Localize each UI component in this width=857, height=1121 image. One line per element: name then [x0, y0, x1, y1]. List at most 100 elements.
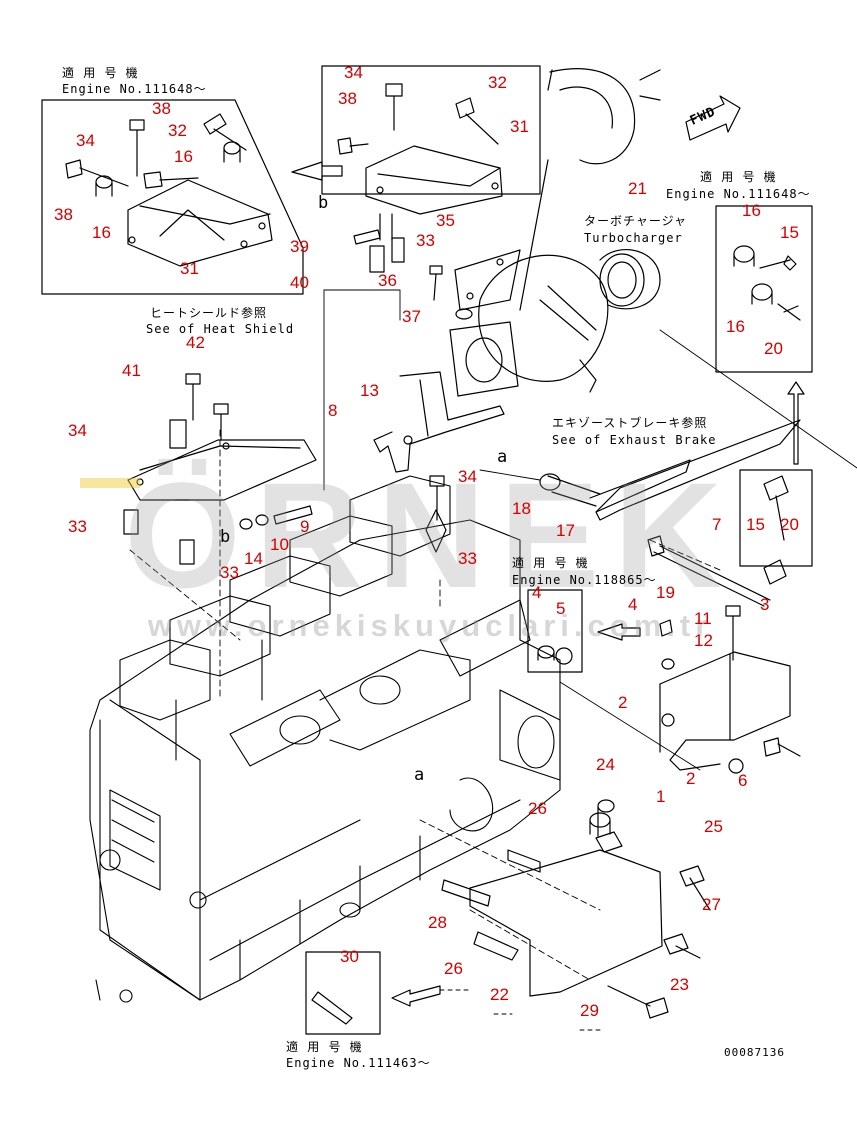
callout-34: 34: [458, 467, 477, 486]
callout-26: 26: [444, 959, 463, 978]
callout-23: 23: [670, 975, 689, 994]
callout-8: 8: [328, 401, 338, 420]
callout-31: 31: [180, 259, 199, 278]
callout-21: 21: [628, 179, 647, 198]
callout-34: 34: [76, 131, 95, 150]
stay-bracket: [373, 371, 505, 473]
note-engine-111463: Engine No.111463～: [286, 1056, 431, 1070]
callout-5: 5: [556, 599, 566, 618]
inset-right-small: [715, 205, 813, 373]
callout-19: 19: [656, 583, 675, 602]
drawing-number: 00087136: [724, 1046, 785, 1059]
note-applicable-top-left: 適 用 号 機: [62, 66, 139, 80]
inset-bracket-top-middle: [321, 65, 541, 241]
cover-plate-right: [659, 605, 801, 774]
note-turbocharger-jp: ターボチャージャ: [584, 214, 688, 228]
callout-18: 18: [512, 499, 531, 518]
callout-7: 7: [712, 515, 722, 534]
watermark-accent-bar: [80, 478, 140, 488]
watermark-url: www.ornekiskuyuclari.com.tr: [147, 608, 713, 643]
note-exhaust-brake-jp: エキゾーストブレーキ参照: [552, 416, 708, 430]
callout-14: 14: [244, 549, 263, 568]
callout-9: 9: [300, 517, 310, 536]
callout-33: 33: [220, 563, 239, 582]
callout-40: 40: [290, 273, 309, 292]
note-heat-shield-jp: ヒートシールド参照: [150, 306, 268, 320]
callout-11: 11: [694, 609, 712, 628]
note-engine-111648-top-left: Engine No.111648～: [62, 82, 207, 96]
inset-bracket-top-left: [41, 99, 304, 295]
callout-16: 16: [174, 147, 193, 166]
callout-25: 25: [704, 817, 723, 836]
engine-block-drawing: [89, 475, 561, 1003]
lower-plate: [441, 812, 711, 1019]
callout-34: 34: [344, 63, 363, 82]
callout-34: 34: [68, 421, 87, 440]
note-exhaust-brake-en: See of Exhaust Brake: [552, 433, 717, 447]
arrow-left-bottom: [391, 985, 441, 1007]
callout-10: 10: [270, 535, 289, 554]
callout-38: 38: [152, 99, 171, 118]
callout-29: 29: [580, 1001, 599, 1020]
heat-shield-plate: [127, 373, 317, 501]
arrow-left-washer: [597, 623, 641, 641]
inset-bottom-pipe: [305, 951, 381, 1035]
callout-38: 38: [54, 205, 73, 224]
note-applicable-111463: 適 用 号 機: [286, 1040, 363, 1054]
callout-38: 38: [338, 89, 357, 108]
note-engine-111648-right: Engine No.111648～: [666, 187, 811, 201]
fwd-arrow: [685, 95, 741, 141]
note-turbocharger-en: Turbocharger: [584, 231, 683, 245]
callout-13: 13: [360, 381, 379, 400]
view-marker-b-top: b: [318, 193, 330, 213]
callout-41: 41: [122, 361, 141, 380]
callout-24: 24: [596, 755, 615, 774]
arrow-up-right: [787, 381, 805, 465]
callout-12: 12: [694, 631, 713, 650]
callout-1: 1: [656, 787, 666, 806]
watermark-brand: ÖRNEK: [124, 451, 736, 619]
callout-17: 17: [556, 521, 575, 540]
callout-28: 28: [428, 913, 447, 932]
callout-15: 15: [780, 223, 799, 242]
callout-6: 6: [738, 771, 748, 790]
callout-22: 22: [490, 985, 509, 1004]
note-applicable-right: 適 用 号 機: [700, 170, 777, 184]
inset-right-lower: [739, 469, 813, 585]
small-parts: [123, 229, 675, 837]
callout-3: 3: [760, 595, 770, 614]
view-marker-a-lower: a: [414, 765, 426, 785]
callout-4: 4: [628, 595, 638, 614]
callout-32: 32: [488, 73, 507, 92]
callout-2: 2: [686, 769, 696, 788]
callout-16: 16: [726, 317, 745, 336]
note-applicable-118865: 適 用 号 機: [512, 556, 589, 570]
turbocharger-drawing: [449, 68, 661, 397]
note-heat-shield-en: See of Heat Shield: [146, 322, 295, 336]
callout-20: 20: [764, 339, 783, 358]
callout-32: 32: [168, 121, 187, 140]
callout-16: 16: [742, 201, 761, 220]
exhaust-brake-plate: [539, 419, 801, 607]
view-marker-a-upper: a: [497, 447, 509, 467]
callout-27: 27: [702, 895, 721, 914]
callout-33: 33: [416, 231, 435, 250]
callout-26: 26: [528, 799, 547, 818]
inset-washer-nut: [527, 589, 583, 673]
callout-20: 20: [780, 515, 799, 534]
callout-31: 31: [510, 117, 529, 136]
callout-15: 15: [746, 515, 765, 534]
callout-42: 42: [186, 333, 205, 352]
callout-4: 4: [532, 583, 542, 602]
callout-35: 35: [436, 211, 455, 230]
view-marker-b-lower: b: [220, 527, 232, 547]
callout-2: 2: [618, 693, 628, 712]
callout-33: 33: [68, 517, 87, 536]
leader-lines: [129, 289, 857, 1031]
callout-37: 37: [402, 307, 421, 326]
callout-33: 33: [458, 549, 477, 568]
callout-36: 36: [378, 271, 397, 290]
inset-arrow-left: [291, 161, 343, 181]
